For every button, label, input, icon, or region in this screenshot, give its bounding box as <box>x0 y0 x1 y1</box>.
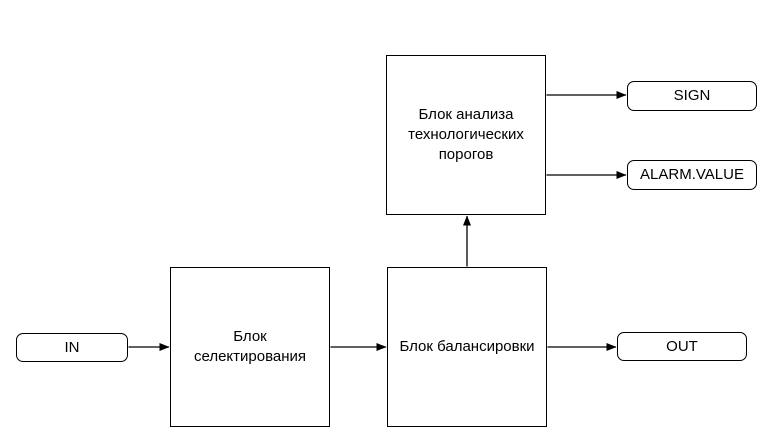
node-out-output: OUT <box>617 332 747 361</box>
node-label: Блок селектирования <box>193 328 307 365</box>
node-label: SIGN <box>673 87 711 104</box>
node-in-input: IN <box>16 333 128 362</box>
node-analysis-block: Блок анализа технологических порогов <box>386 55 546 215</box>
node-selection-block: Блок селектирования <box>170 267 330 427</box>
node-label: OUT <box>666 337 698 355</box>
node-label: ALARM.VALUE <box>640 166 744 183</box>
node-label: IN <box>64 338 80 356</box>
node-alarm-value-output: ALARM.VALUE <box>627 160 757 190</box>
node-label: Блок балансировки <box>399 338 535 355</box>
node-sign-output: SIGN <box>627 81 757 111</box>
node-balancing-block: Блок балансировки <box>387 267 547 427</box>
node-label: Блок анализа технологических порогов <box>408 106 524 163</box>
